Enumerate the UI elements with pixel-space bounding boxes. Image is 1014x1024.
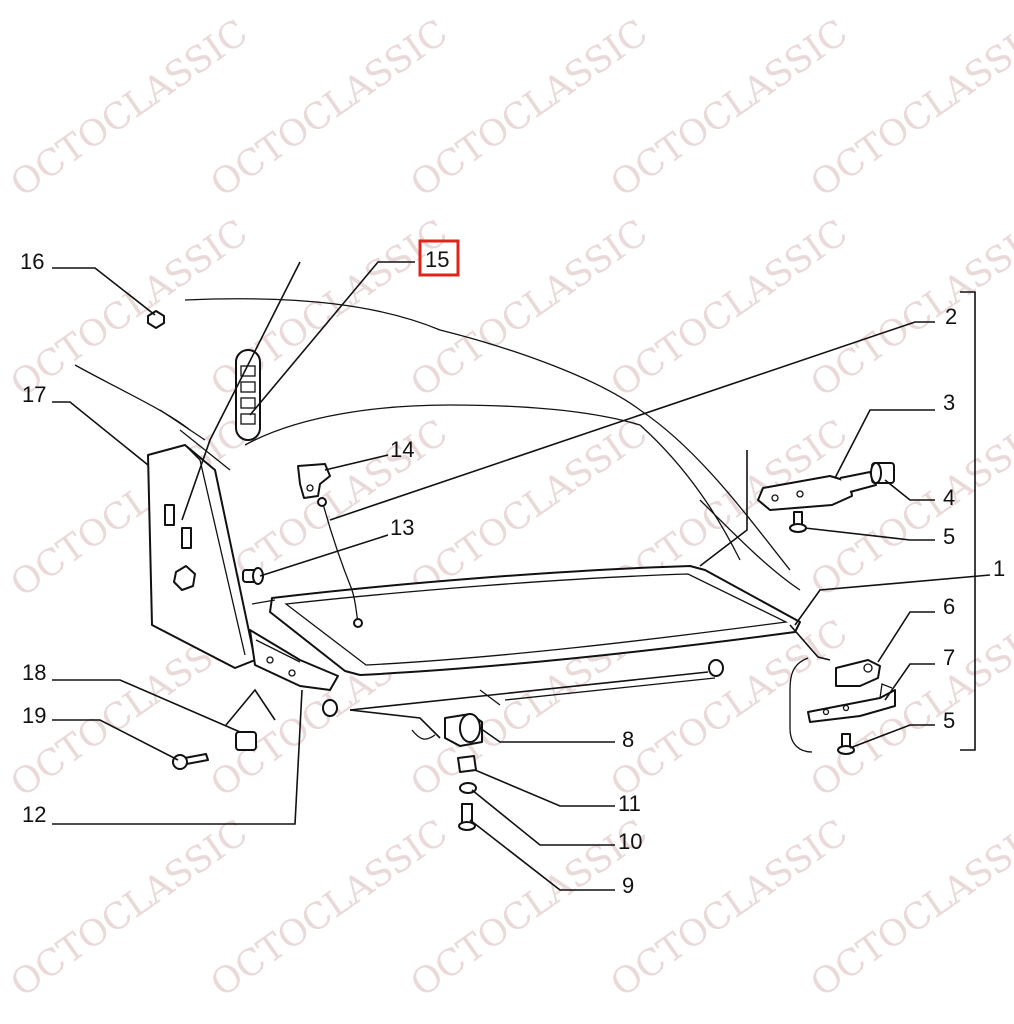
callout-15: 15 bbox=[425, 247, 449, 272]
callout-2: 2 bbox=[945, 304, 957, 329]
callout-6: 6 bbox=[943, 594, 955, 619]
side-trim-panel bbox=[147, 444, 256, 669]
callout-1: 1 bbox=[993, 556, 1005, 581]
callout-9: 9 bbox=[622, 873, 634, 898]
callout-10: 10 bbox=[618, 829, 642, 854]
screw-9 bbox=[458, 803, 476, 831]
bush-4 bbox=[870, 462, 895, 484]
plate-6 bbox=[835, 659, 881, 687]
hinge-arm-3 bbox=[757, 471, 877, 511]
plug-left bbox=[322, 699, 338, 717]
car-body-outline bbox=[74, 298, 801, 740]
callout-15-highlight bbox=[418, 239, 460, 277]
callout-7: 7 bbox=[943, 645, 955, 670]
screw-5-upper bbox=[789, 511, 807, 533]
nut-16 bbox=[147, 310, 165, 329]
callout-14: 14 bbox=[390, 437, 414, 462]
group-bracket bbox=[789, 291, 976, 753]
clip-14 bbox=[297, 463, 331, 499]
callout-13: 13 bbox=[390, 515, 414, 540]
callout-8: 8 bbox=[622, 727, 634, 752]
callout-12: 12 bbox=[22, 802, 46, 827]
retainer-11 bbox=[457, 755, 477, 773]
hinge-base-7 bbox=[807, 683, 896, 723]
callout-19: 19 bbox=[22, 703, 46, 728]
callout-labels: 1 2 3 4 5 6 7 5 8 9 10 11 12 13 14 15 16… bbox=[20, 247, 1005, 898]
callout-11: 11 bbox=[618, 791, 641, 816]
callout-18: 18 bbox=[22, 660, 46, 685]
pin-stud bbox=[242, 567, 264, 585]
switch-15 bbox=[235, 349, 261, 441]
screw-19 bbox=[172, 753, 209, 770]
callout-4: 4 bbox=[943, 485, 955, 510]
plug-right bbox=[708, 659, 724, 677]
callout-5-lower: 5 bbox=[943, 708, 955, 733]
callout-5-upper: 5 bbox=[943, 524, 955, 549]
callout-16: 16 bbox=[20, 249, 44, 274]
clip-18 bbox=[235, 731, 257, 751]
lower-bracket bbox=[249, 629, 339, 691]
leader-lines bbox=[52, 261, 991, 891]
block-8 bbox=[444, 713, 483, 747]
callout-17: 17 bbox=[22, 382, 46, 407]
heater-cable-13 bbox=[317, 497, 363, 628]
screw-5-lower bbox=[837, 733, 855, 755]
callout-3: 3 bbox=[943, 390, 955, 415]
rear-window-glass bbox=[251, 565, 801, 676]
